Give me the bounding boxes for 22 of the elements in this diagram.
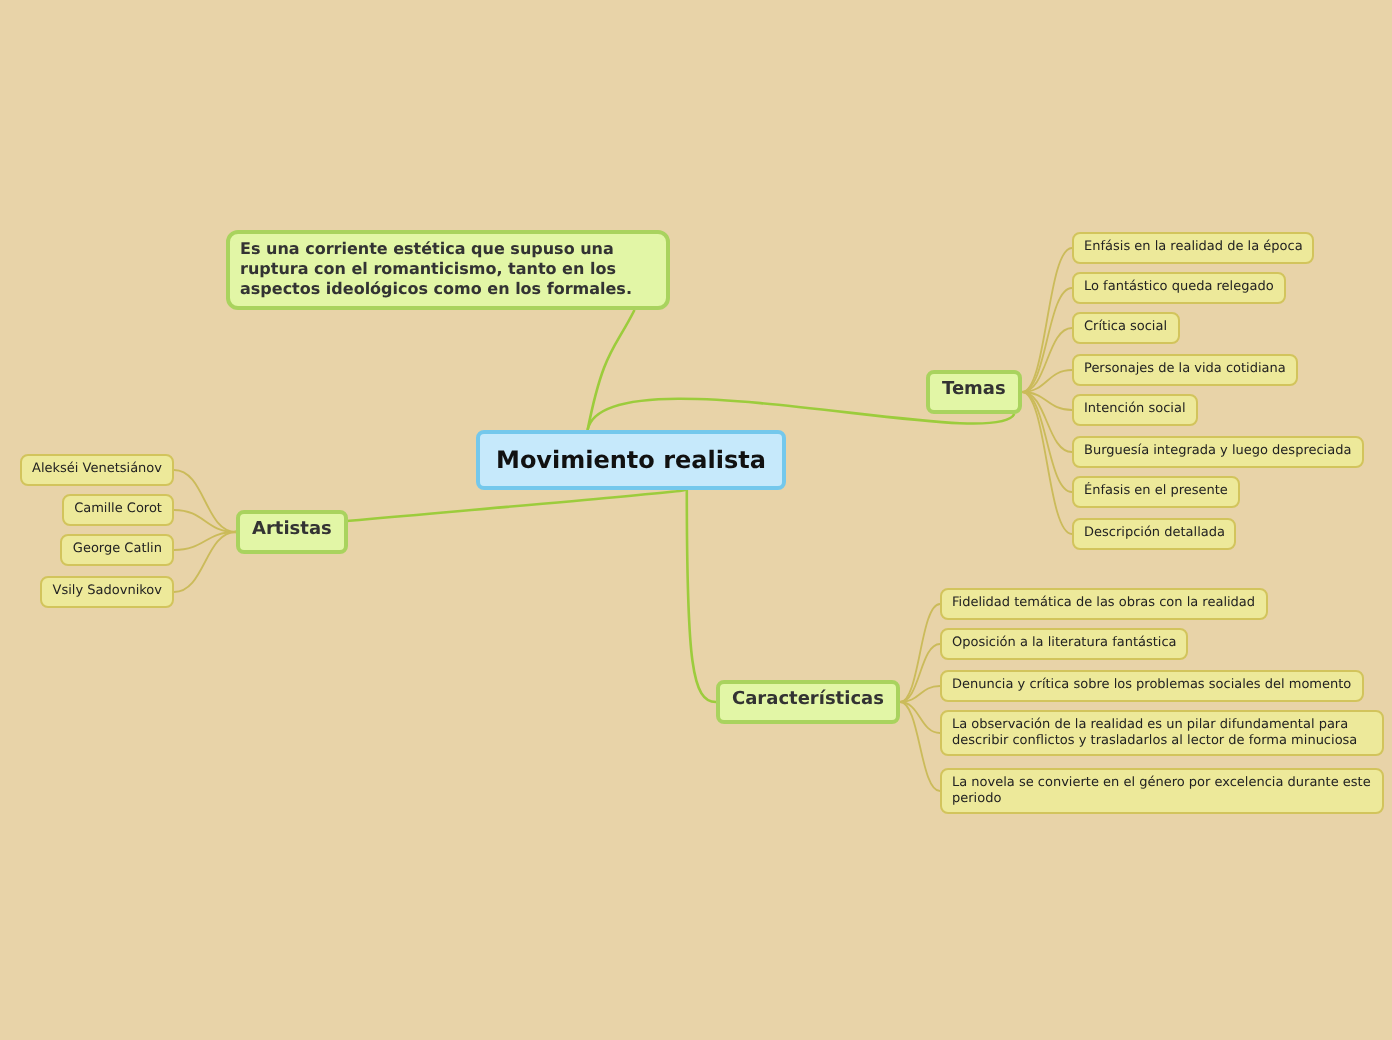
connector-line <box>899 603 941 703</box>
connector-line <box>1021 391 1073 453</box>
connector-line <box>685 490 717 704</box>
connector-line <box>899 685 941 703</box>
connector-line <box>1021 391 1073 535</box>
connector-line <box>173 531 237 593</box>
branch-topic: Temas <box>926 370 1022 413</box>
central-topic: Movimiento realista <box>476 430 786 490</box>
connector-line <box>173 531 237 551</box>
description-box: Es una corriente estética que supuso una ruptura con el romanticismo, tanto en los aspectos ideológicos como en los formales. <box>226 230 670 310</box>
branch-topic: Características <box>716 680 900 723</box>
branch-topic: Artistas <box>236 510 348 553</box>
connector-line <box>1021 391 1073 493</box>
connector-line <box>586 397 1015 431</box>
connector-line <box>586 309 636 431</box>
connector-line <box>1021 327 1073 393</box>
connector-line <box>173 469 237 533</box>
connector-line <box>899 701 941 792</box>
connector-line <box>1021 247 1073 393</box>
connector-line <box>1021 391 1073 411</box>
connector-line <box>899 643 941 703</box>
connector-line <box>899 701 941 734</box>
